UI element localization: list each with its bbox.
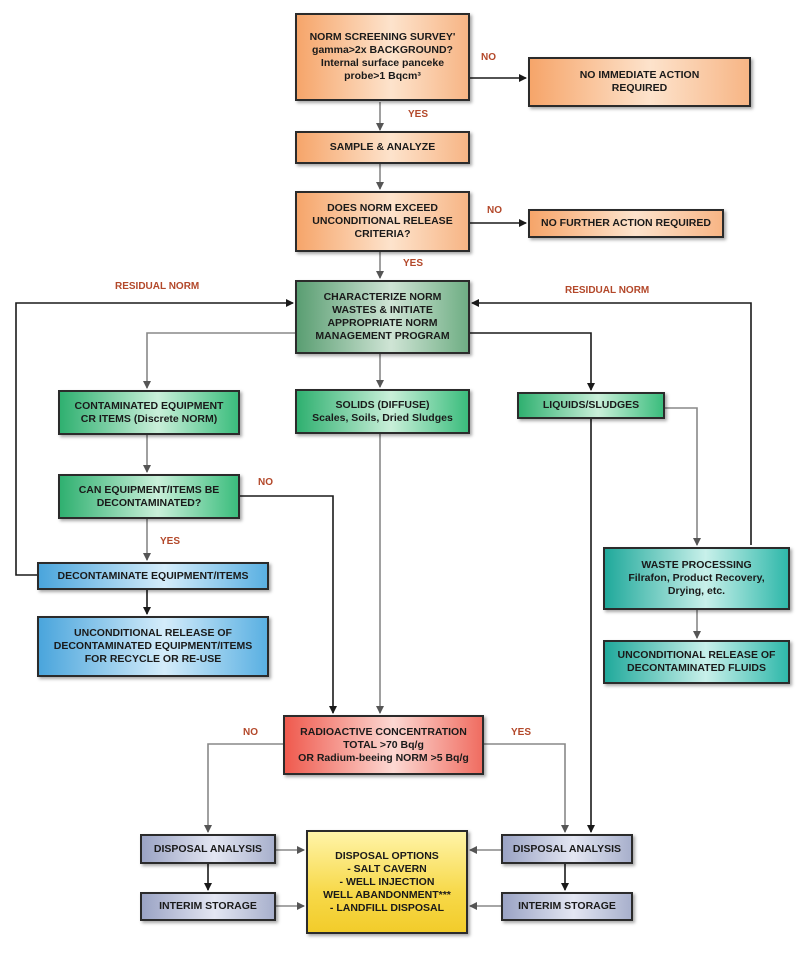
- label-yes-decon: YES: [160, 536, 181, 547]
- interim-storage-left-text: INTERIM STORAGE: [159, 900, 257, 912]
- arrow-residual-right: [471, 299, 752, 545]
- solids-diffuse-text: SOLIDS (DIFFUSE) Scales, Soils, Dried Sl…: [312, 398, 453, 424]
- disposal-analysis-left-node: DISPOSAL ANALYSIS: [140, 834, 276, 864]
- arrow-residual-left: [15, 299, 294, 576]
- label-no-screening: NO: [481, 52, 496, 63]
- arrow-characterize-contaminated: [143, 332, 295, 389]
- disposal-options-text: DISPOSAL OPTIONS - SALT CAVERN - WELL IN…: [323, 849, 451, 914]
- unconditional-release-equipment-node: UNCONDITIONAL RELEASE OF DECONTAMINATED …: [37, 616, 269, 677]
- contaminated-equipment-node: CONTAMINATED EQUIPMENT CR ITEMS (Discret…: [58, 390, 240, 435]
- label-yes-screening: YES: [408, 109, 429, 120]
- interim-storage-right-text: INTERIM STORAGE: [518, 900, 616, 912]
- label-yes-radio: YES: [511, 727, 532, 738]
- unconditional-release-fluids-node: UNCONDITIONAL RELEASE OF DECONTAMINATED …: [603, 640, 790, 684]
- norm-screening-survey-text: NORM SCREENING SURVEY' gamma>2x BACKGROU…: [309, 31, 456, 82]
- unconditional-release-fluids-text: UNCONDITIONAL RELEASE OF DECONTAMINATED …: [617, 649, 776, 674]
- no-immediate-action-text: NO IMMEDIATE ACTION REQUIRED: [579, 69, 700, 94]
- disposal-analysis-right-node: DISPOSAL ANALYSIS: [501, 834, 633, 864]
- no-further-action-text: NO FURTHER ACTION REQUIRED: [541, 217, 711, 229]
- norm-exceed-criteria-text: DOES NORM EXCEED UNCONDITIONAL RELEASE C…: [312, 202, 453, 240]
- no-immediate-action-node: NO IMMEDIATE ACTION REQUIRED: [528, 57, 751, 107]
- decontaminate-equipment-node: DECONTAMINATE EQUIPMENT/ITEMS: [37, 562, 269, 590]
- label-no-radio: NO: [243, 727, 258, 738]
- contaminated-equipment-text: CONTAMINATED EQUIPMENT CR ITEMS (Discret…: [74, 399, 224, 425]
- liquids-sludges-node: LIQUIDS/SLUDGES: [517, 392, 665, 419]
- label-no-exceed: NO: [487, 205, 502, 216]
- decontaminate-equipment-text: DECONTAMINATE EQUIPMENT/ITEMS: [57, 569, 249, 582]
- label-residual-left: RESIDUAL NORM: [115, 281, 200, 292]
- label-residual-right: RESIDUAL NORM: [565, 285, 650, 296]
- label-no-decon: NO: [258, 477, 273, 488]
- characterize-norm-text: CHARACTERIZE NORM WASTES & INITIATE APPR…: [315, 291, 450, 342]
- arrow-liquids-waste: [665, 407, 701, 546]
- arrow-radio-disposalright: [484, 743, 569, 833]
- can-decontaminate-text: CAN EQUIPMENT/ITEMS BE DECONTAMINATED?: [78, 483, 220, 509]
- radioactive-concentration-text: RADIOACTIVE CONCENTRATION TOTAL >70 Bq/g…: [298, 725, 469, 764]
- interim-storage-left-node: INTERIM STORAGE: [140, 892, 276, 921]
- sample-analyze-node: SAMPLE & ANALYZE: [295, 131, 470, 164]
- arrow-characterize-liquids: [470, 332, 595, 391]
- can-decontaminate-node: CAN EQUIPMENT/ITEMS BE DECONTAMINATED?: [58, 474, 240, 519]
- sample-analyze-text: SAMPLE & ANALYZE: [329, 141, 436, 153]
- norm-exceed-criteria-node: DOES NORM EXCEED UNCONDITIONAL RELEASE C…: [295, 191, 470, 252]
- interim-storage-right-node: INTERIM STORAGE: [501, 892, 633, 921]
- disposal-analysis-right-text: DISPOSAL ANALYSIS: [512, 842, 622, 855]
- unconditional-release-equipment-text: UNCONDITIONAL RELEASE OF DECONTAMINATED …: [53, 627, 253, 665]
- disposal-options-node: DISPOSAL OPTIONS - SALT CAVERN - WELL IN…: [306, 830, 468, 934]
- radioactive-concentration-node: RADIOACTIVE CONCENTRATION TOTAL >70 Bq/g…: [283, 715, 484, 775]
- characterize-norm-node: CHARACTERIZE NORM WASTES & INITIATE APPR…: [295, 280, 470, 354]
- arrow-radio-disposalleft: [204, 743, 283, 833]
- liquids-sludges-text: LIQUIDS/SLUDGES: [542, 399, 640, 411]
- disposal-analysis-left-text: DISPOSAL ANALYSIS: [153, 842, 263, 855]
- norm-screening-survey-node: NORM SCREENING SURVEY' gamma>2x BACKGROU…: [295, 13, 470, 101]
- waste-processing-text: WASTE PROCESSING Filrafon, Product Recov…: [628, 559, 765, 597]
- solids-diffuse-node: SOLIDS (DIFFUSE) Scales, Soils, Dried Sl…: [295, 389, 470, 434]
- no-further-action-node: NO FURTHER ACTION REQUIRED: [528, 209, 724, 238]
- arrow-candecon-radioactive: [240, 495, 337, 714]
- waste-processing-node: WASTE PROCESSING Filrafon, Product Recov…: [603, 547, 790, 610]
- label-yes-exceed: YES: [403, 258, 424, 269]
